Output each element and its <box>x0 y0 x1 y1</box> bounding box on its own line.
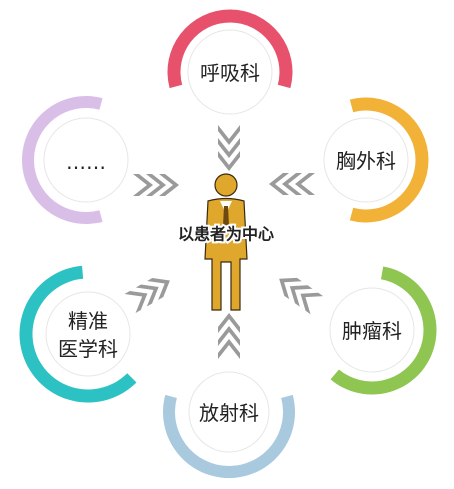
chevron-icon <box>272 269 302 300</box>
chevron-icon <box>133 174 153 196</box>
node-label-more: …… <box>66 150 106 174</box>
arrow-from-precision <box>124 270 176 314</box>
node-more: …… <box>21 95 129 224</box>
node-label-respiratory: 呼吸科 <box>200 61 260 85</box>
arrow-from-respiratory <box>218 125 240 171</box>
arrow-from-thoracic <box>269 173 315 195</box>
node-label-radiotherapy: 放射科 <box>199 401 259 425</box>
node-label-thoracic: 胸外科 <box>336 149 396 173</box>
node-label-precision-line2: 医学科 <box>58 337 118 361</box>
node-disk <box>187 29 273 115</box>
person-icon <box>204 173 248 311</box>
node-label-precision-line1: 精准 <box>68 309 108 333</box>
ring-arc <box>330 266 437 395</box>
ring-arc <box>349 97 429 223</box>
node-thoracic: 胸外科 <box>323 97 429 223</box>
node-disk <box>45 291 131 377</box>
node-oncology: 肿瘤科 <box>329 266 437 395</box>
chevron-icon <box>295 173 315 195</box>
arrow-from-radiotherapy <box>218 313 240 359</box>
ring-arc <box>167 9 293 89</box>
ring-arc <box>21 95 103 224</box>
arrow-from-oncology <box>272 269 324 315</box>
ring-arc <box>19 265 137 403</box>
chevron-icon <box>218 125 240 145</box>
node-disk <box>43 117 129 203</box>
node-precision: 精准 医学科 <box>19 265 137 403</box>
node-disk <box>188 371 270 453</box>
center-label: 以患者为中心 <box>178 225 274 244</box>
node-disk <box>329 287 415 373</box>
arrow-from-more <box>133 174 179 196</box>
ring-arc <box>163 394 295 479</box>
node-radiotherapy: 放射科 <box>163 371 295 479</box>
node-disk <box>323 117 409 203</box>
chevron-icon <box>218 339 240 359</box>
node-label-oncology: 肿瘤科 <box>342 319 402 343</box>
node-respiratory: 呼吸科 <box>167 9 293 115</box>
